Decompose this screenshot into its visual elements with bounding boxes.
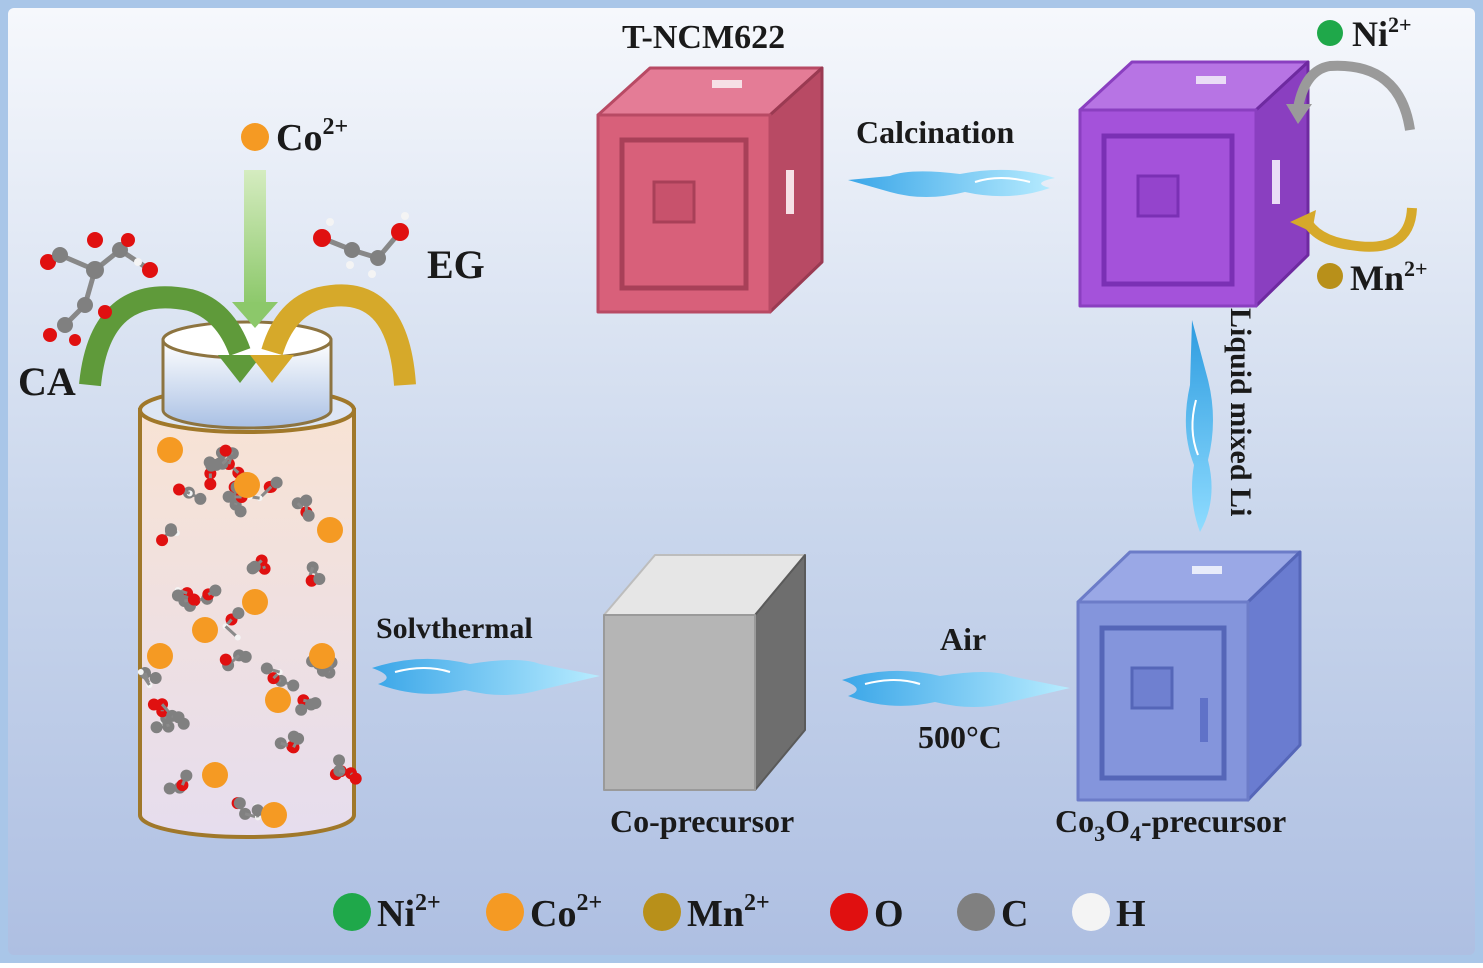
atom	[194, 493, 206, 505]
temperature-label: 500°C	[918, 719, 1002, 755]
legend-swatch	[643, 893, 681, 931]
atom	[235, 635, 241, 641]
co-precursor-cube	[604, 555, 805, 790]
liquid-mixed-li-label: Liquid mixed Li	[1224, 308, 1257, 516]
ni-ion-icon	[1317, 20, 1343, 46]
co-ion	[192, 617, 218, 643]
calcination-label: Calcination	[856, 114, 1014, 150]
atom	[223, 491, 235, 503]
mn-ion-icon	[1317, 263, 1343, 289]
atom	[220, 445, 232, 457]
co-ion	[157, 437, 183, 463]
co-ion	[202, 762, 228, 788]
atom	[240, 651, 252, 663]
atom	[156, 534, 168, 546]
eg-label: EG	[427, 242, 485, 287]
co-ion	[317, 517, 343, 543]
air-label: Air	[940, 621, 986, 657]
atom	[165, 525, 177, 537]
co3o4-precursor-cube	[1078, 552, 1300, 800]
atom	[350, 773, 362, 785]
atom	[209, 585, 221, 597]
co-ion	[261, 802, 287, 828]
atom	[164, 782, 176, 794]
atom	[261, 662, 273, 674]
atom	[232, 607, 244, 619]
atom	[180, 770, 192, 782]
legend-label: C	[1001, 893, 1028, 935]
legend-swatch	[486, 893, 524, 931]
atom	[220, 654, 232, 666]
solvthermal-label: Solvthermal	[376, 612, 533, 645]
atom	[303, 510, 315, 522]
atom	[313, 573, 325, 585]
legend-swatch	[957, 893, 995, 931]
co-ion	[265, 687, 291, 713]
atom	[151, 721, 163, 733]
co-precursor-label: Co-precursor	[610, 803, 794, 839]
legend-swatch	[1072, 893, 1110, 931]
legend-label: H	[1116, 893, 1146, 935]
atom	[271, 477, 283, 489]
ni-mn-doped-cube	[1080, 62, 1308, 306]
atom	[138, 669, 144, 675]
t-ncm622-label: T-NCM622	[622, 19, 785, 56]
atom	[333, 754, 345, 766]
ca-label: CA	[18, 359, 76, 404]
legend-label: O	[874, 893, 904, 935]
legend-swatch	[333, 893, 371, 931]
co-ion	[309, 643, 335, 669]
t-ncm622-cube	[598, 68, 822, 312]
atom	[173, 484, 185, 496]
atom	[173, 711, 185, 723]
atom	[295, 704, 307, 716]
co-ion-icon	[241, 123, 269, 151]
atom	[287, 680, 299, 692]
co-ion	[147, 643, 173, 669]
atom	[204, 478, 216, 490]
atom	[172, 589, 184, 601]
atom	[150, 672, 162, 684]
atom	[247, 562, 259, 574]
atom	[235, 505, 247, 517]
atom	[234, 797, 246, 809]
co-ion	[242, 589, 268, 615]
atom	[188, 594, 200, 606]
atom	[300, 495, 312, 507]
atom	[210, 459, 222, 471]
atom	[288, 731, 300, 743]
legend-swatch	[830, 893, 868, 931]
co-ion	[234, 472, 260, 498]
